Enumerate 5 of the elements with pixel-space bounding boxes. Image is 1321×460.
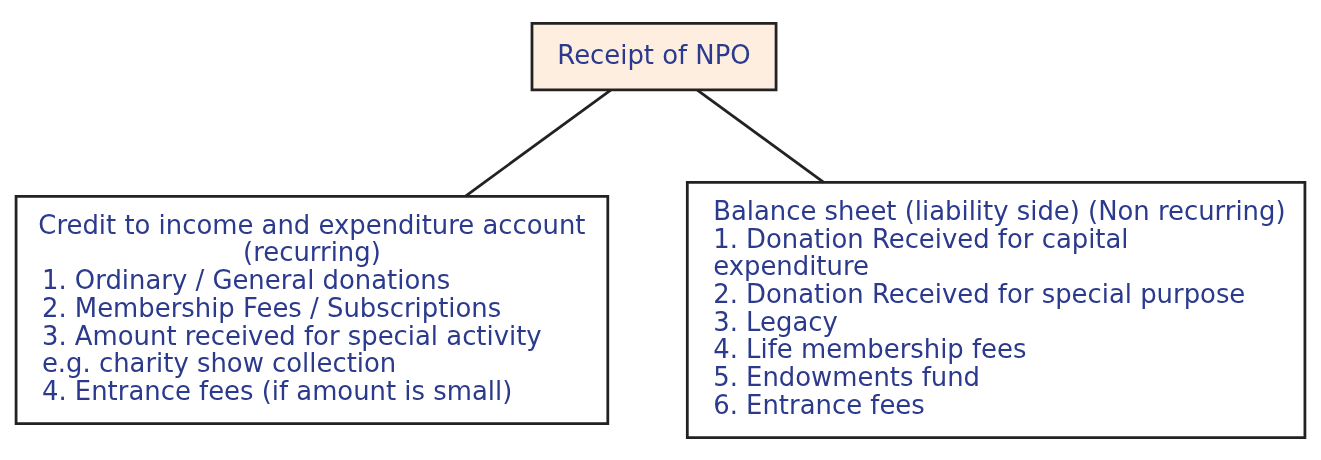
node-box: Balance sheet (liability side) (Non recurring) 1. Donation Received for capital expenditure 2. Donation Received for special purpose 3. Legacy 4. Life membership fees 5. Endowments fund 6. Entrance fees [685,180,1307,439]
connector [696,88,825,183]
node-box: Credit to income and expenditure account (recurring) 1. Ordinary / General donations 2. Membership Fees / Subscriptions 3. Amount received for special activity e.g. charity show collection 4. Entrance fees (if amount is small) [14,194,610,425]
connector [464,88,612,197]
node-box: Receipt of NPO [530,21,778,91]
